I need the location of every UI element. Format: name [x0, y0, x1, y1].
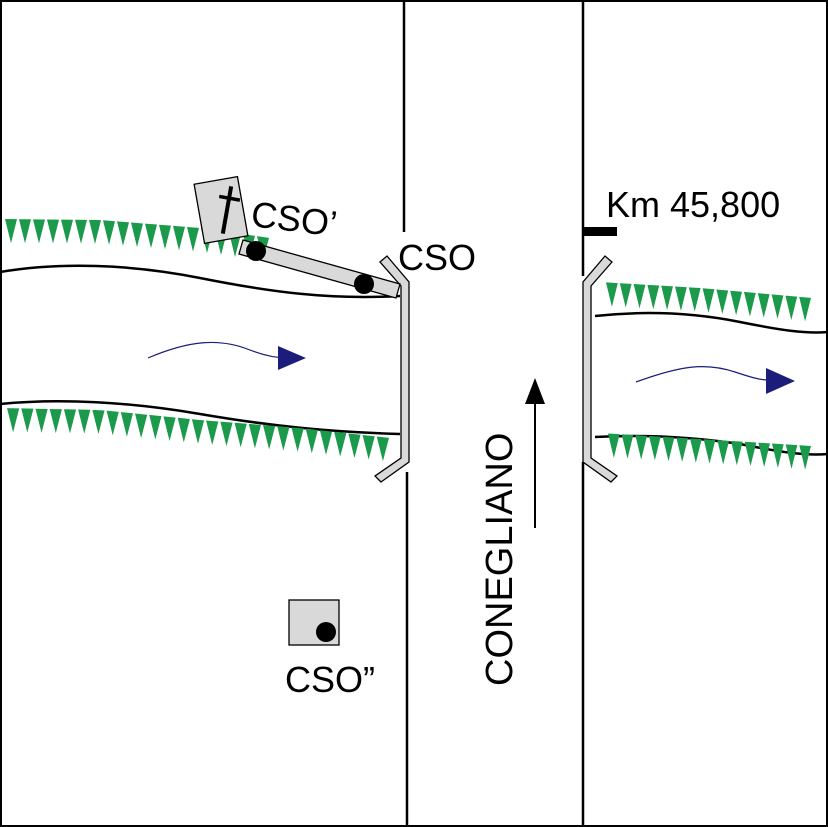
vegetation-triangle	[771, 294, 784, 319]
vegetation-triangle	[19, 219, 31, 244]
vegetation-triangle	[49, 408, 62, 434]
vegetation-triangle	[676, 437, 688, 462]
river-bank-left-top	[0, 264, 401, 299]
latin-cross-icon	[218, 186, 241, 234]
vegetation-triangle	[61, 219, 73, 244]
vegetation-triangle	[649, 435, 661, 461]
vegetation-triangle	[206, 420, 219, 445]
cemetery-box-rect	[193, 175, 249, 245]
vegetation-triangle	[619, 283, 632, 308]
vegetation-triangle	[730, 290, 742, 316]
vegetation-triangle	[89, 219, 101, 244]
vegetation-triangle	[717, 440, 729, 465]
vegetation-triangle	[135, 413, 148, 439]
vegetation-triangle	[35, 408, 48, 433]
discharge-point-cso-double-prime	[316, 622, 336, 642]
vegetation-triangle	[173, 225, 185, 251]
vegetation-triangle	[5, 219, 17, 244]
label-road-direction: CONEGLIANO	[479, 433, 521, 686]
flow-arrow-icon	[147, 341, 306, 370]
vegetation-triangle	[33, 219, 45, 244]
vegetation-triangle	[362, 434, 375, 460]
vegetation-triangle	[92, 409, 105, 434]
vegetation-triangle	[661, 285, 673, 311]
vegetation-triangle	[633, 284, 646, 309]
vegetation-triangle	[305, 428, 318, 454]
vegetation-triangle	[177, 417, 190, 443]
vegetation-triangle	[117, 221, 129, 246]
label-km-marker: Km 45,800	[606, 184, 780, 225]
km-marker-flag	[583, 227, 617, 236]
vegetation-triangle	[63, 409, 77, 434]
flow-arrow-icon	[635, 365, 795, 394]
vegetation-triangle	[635, 435, 647, 460]
vegetation-triangle	[702, 288, 715, 313]
bridge	[373, 255, 619, 483]
vegetation-triangle	[785, 444, 798, 469]
vegetation-triangle	[688, 287, 701, 312]
vegetation-triangle	[606, 282, 618, 307]
vegetation-triangle	[277, 426, 290, 451]
vegetation-triangle	[21, 408, 34, 433]
vegetation-triangle	[799, 296, 811, 322]
vegetation-triangle	[690, 438, 702, 463]
vegetation-triangle	[263, 425, 276, 450]
vegetation-triangle	[291, 427, 304, 452]
vegetation-triangle	[744, 291, 756, 317]
vegetation-triangle	[163, 416, 176, 441]
vegetation-triangle	[716, 289, 729, 314]
vegetation-triangle	[7, 408, 20, 433]
label-cso-double-prime: CSO”	[285, 659, 375, 700]
vegetation-triangle	[248, 423, 261, 449]
vegetation-triangle	[376, 436, 389, 462]
discharge-point-cso-prime	[246, 241, 266, 261]
cemetery-box	[193, 175, 249, 245]
vegetation-triangle	[647, 284, 660, 310]
vegetation-triangle	[145, 223, 157, 249]
vegetation-triangle	[348, 433, 361, 459]
vegetation-triangle	[334, 431, 347, 457]
vegetation-group	[5, 219, 811, 470]
vegetation-triangle	[758, 442, 770, 468]
bridge-wall-left	[373, 255, 410, 483]
vegetation-triangle	[75, 219, 87, 244]
vegetation-triangle	[703, 439, 716, 464]
vegetation-triangle	[120, 412, 133, 437]
vegetation-triangle	[799, 445, 811, 470]
river-bank-left-bottom	[0, 400, 401, 436]
vegetation-triangle	[187, 226, 199, 252]
vegetation-triangle	[159, 224, 171, 250]
vegetation-triangle	[191, 419, 205, 444]
vegetation-triangle	[234, 422, 247, 448]
vegetation-triangle	[621, 434, 634, 459]
vegetation-triangle	[47, 219, 59, 244]
vegetation-triangle	[785, 295, 798, 321]
vegetation-triangle	[744, 441, 757, 467]
vegetation-triangle	[675, 286, 687, 311]
label-cso: CSO	[398, 237, 476, 278]
bridge-wall-right	[582, 255, 619, 483]
vegetation-triangle	[149, 414, 162, 440]
vegetation-triangle	[131, 222, 143, 247]
road	[402, 0, 585, 827]
vegetation-triangle	[78, 409, 91, 434]
vegetation-triangle	[772, 443, 784, 468]
vegetation-triangle	[731, 440, 743, 466]
vegetation-triangle	[220, 421, 233, 447]
vegetation-triangle	[757, 293, 770, 318]
discharge-point-cso	[354, 274, 374, 294]
vegetation-triangle	[106, 410, 119, 436]
river-bank-right-top	[594, 311, 828, 334]
up-arrow-icon	[525, 378, 545, 528]
vegetation-triangle	[608, 433, 620, 458]
vegetation-triangle	[662, 436, 675, 462]
vegetation-triangle	[319, 430, 333, 455]
vegetation-triangle	[103, 220, 115, 245]
